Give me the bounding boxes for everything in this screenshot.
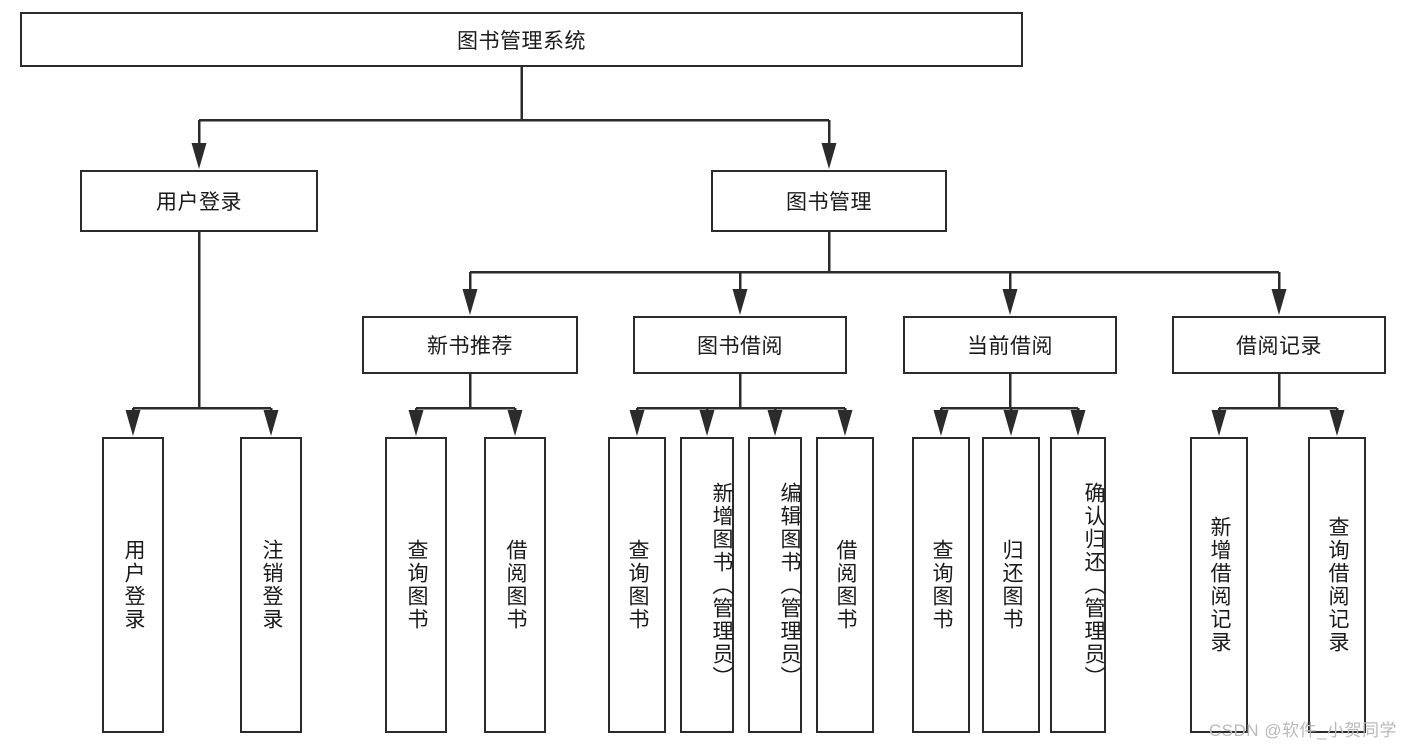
node-label: 查询图书 [930,539,954,631]
node-label: 查询借阅记录 [1326,516,1350,654]
node-label: 查询图书 [626,539,650,631]
node-label: 借阅图书 [504,539,528,631]
node-label: 新书推荐 [427,335,513,358]
node-label: 归还图书 [1000,539,1024,631]
node-label: 新增借阅记录 [1208,516,1232,654]
node-leaf-user-login[interactable]: 用户登录 [102,437,164,733]
node-label: 当前借阅 [967,335,1053,358]
node-root[interactable]: 图书管理系统 [20,12,1023,67]
watermark-label: CSDN @软件_小贺同学 [1208,721,1397,740]
node-leaf-query-record[interactable]: 查询借阅记录 [1308,437,1366,733]
node-label: 图书管理 [786,191,872,214]
node-label: 编辑图书（管理员） [778,481,801,689]
node-leaf-query-book-3[interactable]: 查询图书 [912,437,970,733]
node-label: 借阅图书 [834,539,858,631]
node-current-borrow[interactable]: 当前借阅 [903,316,1117,374]
node-leaf-confirm-return[interactable]: 确认归还（管理员） [1050,437,1106,733]
node-label: 图书借阅 [697,335,783,358]
node-leaf-return-book[interactable]: 归还图书 [982,437,1040,733]
node-label: 注销登录 [260,539,284,631]
node-label: 用户登录 [156,191,242,214]
node-label: 用户登录 [122,539,146,631]
node-leaf-query-book-2[interactable]: 查询图书 [608,437,666,733]
node-leaf-borrow-book-1[interactable]: 借阅图书 [484,437,546,733]
node-book-manage[interactable]: 图书管理 [711,170,947,232]
node-label: 查询图书 [405,539,429,631]
node-leaf-logout[interactable]: 注销登录 [240,437,302,733]
node-leaf-edit-book[interactable]: 编辑图书（管理员） [748,437,802,733]
node-book-borrow[interactable]: 图书借阅 [633,316,847,374]
node-borrow-record[interactable]: 借阅记录 [1172,316,1386,374]
node-label: 借阅记录 [1236,335,1322,358]
node-leaf-query-book-1[interactable]: 查询图书 [385,437,447,733]
node-label: 确认归还（管理员） [1082,481,1105,689]
node-leaf-borrow-book-2[interactable]: 借阅图书 [816,437,874,733]
node-leaf-add-record[interactable]: 新增借阅记录 [1190,437,1248,733]
node-label: 图书管理系统 [457,29,586,53]
node-new-book-rec[interactable]: 新书推荐 [362,316,578,374]
node-label: 新增图书（管理员） [710,481,733,689]
node-leaf-add-book[interactable]: 新增图书（管理员） [680,437,734,733]
node-user-login[interactable]: 用户登录 [80,170,318,232]
